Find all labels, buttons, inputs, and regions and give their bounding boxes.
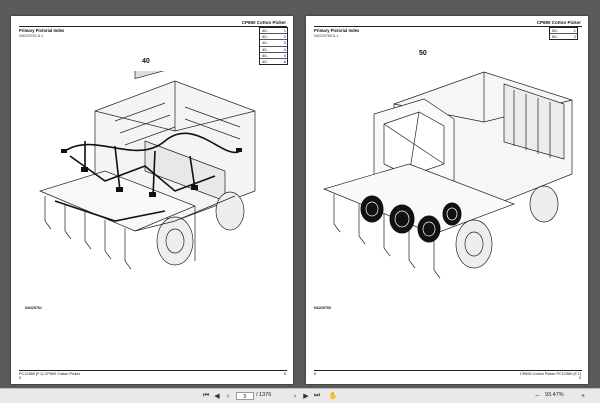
- footer-right-line1: CP690 Cotton Picker PC12380 (F.1): [520, 372, 581, 376]
- index-code: NX229760 A 1: [314, 34, 339, 38]
- index-row-key: 40-: [262, 34, 268, 40]
- index-title: Primary Pictorial Index: [314, 28, 360, 33]
- next-page-arrow-icon[interactable]: ›: [293, 392, 297, 400]
- zoom-out-icon[interactable]: −: [534, 392, 540, 400]
- index-row-key: 40-: [262, 28, 268, 33]
- previous-page-arrow-icon[interactable]: ‹: [226, 392, 230, 400]
- next-page-button[interactable]: ▶: [303, 393, 309, 400]
- index-title: Primary Pictorial Index: [19, 28, 65, 33]
- figure-code: NX229761: [25, 306, 42, 310]
- zoom-in-icon[interactable]: +: [580, 392, 586, 400]
- footer-rule: [314, 370, 582, 371]
- index-code: NX229761 A 1: [19, 34, 44, 38]
- cotton-picker-row-unit-drawing: [322, 71, 573, 279]
- page-number-input[interactable]: 5: [236, 391, 254, 400]
- index-row-link[interactable]: 1: [283, 28, 286, 33]
- index-row[interactable]: 40- 5: [260, 53, 287, 59]
- index-row-link[interactable]: 1: [573, 28, 576, 33]
- index-row-link[interactable]: 2: [573, 34, 576, 40]
- header-rule: [314, 26, 582, 27]
- header-rule: [19, 26, 287, 27]
- page-header-title: CP690 Cotton Picker: [536, 20, 581, 25]
- index-row-key: 40-: [262, 52, 268, 58]
- index-row-link[interactable]: 5: [283, 52, 286, 58]
- index-table: 40- 1 40- 2 40- 3 40- 4 40- 5 40- 6: [259, 27, 288, 66]
- footer-rule: [19, 370, 287, 371]
- footer-left: PC12380 (F.1) CP690 Cotton Picker 0: [19, 372, 80, 380]
- index-row-link[interactable]: 2: [283, 34, 286, 40]
- index-row[interactable]: 40- 4: [260, 47, 287, 53]
- footer-page-number: 6: [314, 372, 317, 376]
- index-row[interactable]: 40- 2: [260, 34, 287, 41]
- index-row-key: 50-: [552, 34, 558, 40]
- footer-page-number: 5: [283, 372, 286, 376]
- document-page-left: CP690 Cotton Picker Primary Pictorial In…: [11, 16, 293, 384]
- footer-left-line2: 0: [19, 376, 22, 380]
- footer-right-line2: 0: [578, 376, 581, 380]
- index-table: 50- 1 50- 2: [549, 27, 578, 41]
- index-row[interactable]: 50- 2: [550, 34, 577, 39]
- figure-number: 40: [142, 58, 150, 65]
- index-row[interactable]: 40- 3: [260, 40, 287, 47]
- index-row-link[interactable]: 3: [283, 40, 286, 46]
- index-row-link[interactable]: 6: [283, 58, 286, 64]
- figure-code: NX229760: [314, 306, 331, 310]
- footer-left-line1: PC12380 (F.1) CP690 Cotton Picker: [19, 372, 80, 376]
- index-row[interactable]: 40- 1: [260, 28, 287, 35]
- index-row-key: 50-: [552, 28, 558, 33]
- index-row-key: 40-: [262, 40, 268, 46]
- index-row[interactable]: 50- 1: [550, 28, 577, 35]
- footer-right: CP690 Cotton Picker PC12380 (F.1) 0: [520, 372, 581, 380]
- viewer-toolbar: ⏮ ◀ ‹ 5 / 1376 › ▶ ⏭ ✋ − 93.47% +: [0, 388, 600, 403]
- index-row-key: 40-: [262, 58, 268, 64]
- previous-page-button[interactable]: ◀: [214, 393, 220, 400]
- total-pages-label: / 1376: [256, 392, 272, 398]
- hand-tool-icon[interactable]: ✋: [328, 393, 338, 400]
- index-row[interactable]: 40- 6: [260, 59, 287, 64]
- zoom-level[interactable]: 93.47%: [545, 392, 564, 398]
- first-page-button[interactable]: ⏮: [202, 392, 210, 399]
- index-row-key: 40-: [262, 46, 268, 52]
- page-header-title: CP690 Cotton Picker: [241, 20, 286, 25]
- index-row-link[interactable]: 4: [283, 46, 286, 52]
- document-page-right: CP690 Cotton Picker Primary Pictorial In…: [306, 16, 588, 384]
- cotton-picker-wiring-drawing: [38, 71, 256, 270]
- last-page-button[interactable]: ⏭: [313, 392, 321, 399]
- figure-number: 50: [419, 50, 427, 57]
